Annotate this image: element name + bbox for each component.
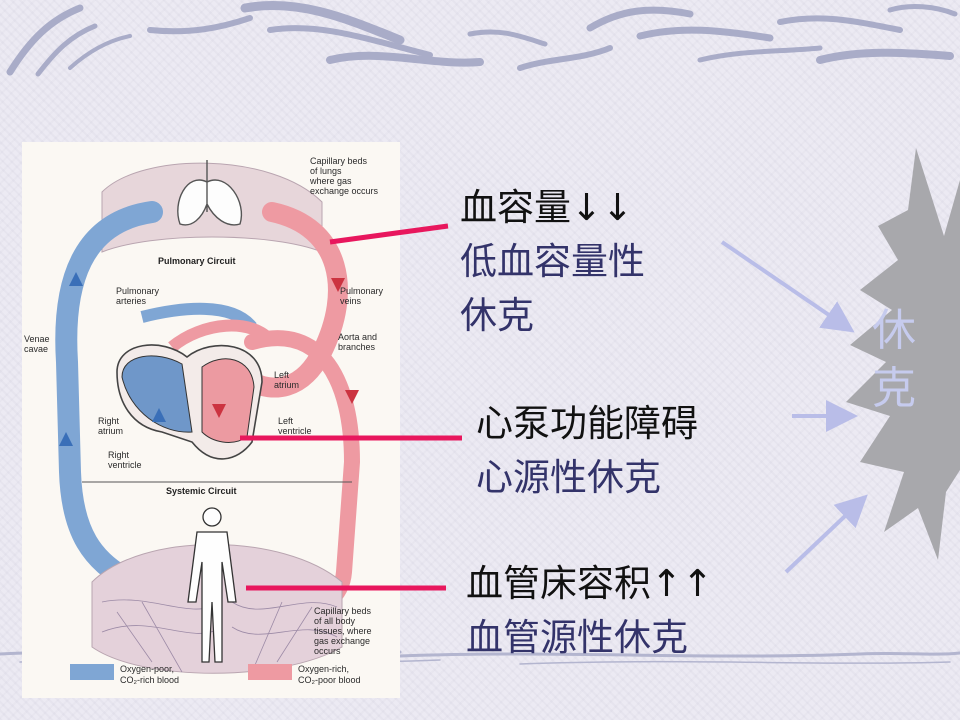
svg-text:where gas: where gas <box>309 176 352 186</box>
svg-text:ventricle: ventricle <box>108 460 142 470</box>
label-right-atrium: Right atrium <box>98 416 123 436</box>
pulmonary-trunk <box>140 302 257 332</box>
arrow-vasogenic-to-shock <box>784 494 868 574</box>
label-systemic-circuit: Systemic Circuit <box>166 486 237 496</box>
legend-swatch-oxygen-poor <box>70 664 114 680</box>
banner-decoration <box>6 1 958 77</box>
right-heart-chambers <box>121 355 193 433</box>
svg-text:gas exchange: gas exchange <box>314 636 370 646</box>
svg-text:Venae: Venae <box>24 334 50 344</box>
svg-text:Pulmonary: Pulmonary <box>116 286 160 296</box>
shock-type-cardiogenic: 心源性休克 <box>476 456 661 499</box>
label-pulmonary-arteries: Pulmonary arteries <box>116 286 160 306</box>
svg-text:Capillary beds: Capillary beds <box>310 156 368 166</box>
svg-text:veins: veins <box>340 296 362 306</box>
shock-type-hypovolemic-line2: 休克 <box>460 294 534 337</box>
cause-heart-pump-failure: 心泵功能障碍 <box>476 402 698 445</box>
svg-text:Pulmonary: Pulmonary <box>340 286 384 296</box>
svg-text:tissues, where: tissues, where <box>314 626 372 636</box>
shock-label: 休 克 <box>872 305 916 414</box>
svg-text:Capillary beds: Capillary beds <box>314 606 372 616</box>
svg-text:Oxygen-rich,: Oxygen-rich, <box>298 664 349 674</box>
svg-text:ventricle: ventricle <box>278 426 312 436</box>
oxy-flow-arrows <box>212 278 359 418</box>
svg-text:cavae: cavae <box>24 344 48 354</box>
svg-text:Oxygen-poor,: Oxygen-poor, <box>120 664 174 674</box>
deoxy-flow-arrows <box>59 272 166 446</box>
label-capillary-lungs: Capillary beds of lungs where gas exchan… <box>309 156 379 196</box>
label-right-ventricle: Right ventricle <box>108 450 142 470</box>
svg-text:exchange occurs: exchange occurs <box>310 186 379 196</box>
shock-burst-shape <box>846 148 960 560</box>
svg-text:Right: Right <box>98 416 120 426</box>
svg-text:Left: Left <box>278 416 294 426</box>
label-capillary-body: Capillary beds of all body tissues, wher… <box>314 606 372 656</box>
human-figure-icon <box>187 507 237 663</box>
svg-text:atrium: atrium <box>98 426 123 436</box>
arrow-hypovolemic-to-shock <box>720 240 855 333</box>
label-venae-cavae: Venae cavae <box>24 334 50 354</box>
svg-text:Aorta and: Aorta and <box>338 332 377 342</box>
legend-label-oxygen-poor: Oxygen-poor, CO₂-rich blood <box>120 664 179 685</box>
label-pulmonary-veins: Pulmonary veins <box>340 286 384 306</box>
svg-text:arteries: arteries <box>116 296 147 306</box>
svg-text:branches: branches <box>338 342 376 352</box>
lungs-icon <box>177 160 243 226</box>
svg-text:of all body: of all body <box>314 616 356 626</box>
legend-swatch-oxygen-rich <box>248 664 292 680</box>
circulatory-diagram: Capillary beds of lungs where gas exchan… <box>22 142 400 698</box>
circulation-svg: Capillary beds of lungs where gas exchan… <box>24 156 384 685</box>
shock-type-vasogenic: 血管源性休克 <box>466 616 688 659</box>
label-left-atrium: Left atrium <box>274 370 299 390</box>
deoxygenated-vessel-left <box>55 201 163 593</box>
svg-text:CO₂-rich blood: CO₂-rich blood <box>120 675 179 685</box>
legend-label-oxygen-rich: Oxygen-rich, CO₂-poor blood <box>298 664 361 685</box>
pointer-line-blood-volume <box>329 223 449 245</box>
svg-text:Right: Right <box>108 450 130 460</box>
svg-text:of lungs: of lungs <box>310 166 342 176</box>
svg-text:atrium: atrium <box>274 380 299 390</box>
svg-text:Left: Left <box>274 370 290 380</box>
oxygenated-vessel-right <box>242 202 348 398</box>
svg-text:occurs: occurs <box>314 646 341 656</box>
svg-text:CO₂-poor blood: CO₂-poor blood <box>298 675 361 685</box>
shock-type-hypovolemic-line1: 低血容量性 <box>460 240 645 283</box>
label-aorta-branches: Aorta and branches <box>338 332 377 352</box>
label-left-ventricle: Left ventricle <box>278 416 312 436</box>
label-pulmonary-circuit: Pulmonary Circuit <box>158 256 236 266</box>
cause-blood-volume-drop: 血容量↓↓ <box>460 186 634 229</box>
left-heart-chambers <box>201 358 255 443</box>
cause-vascular-bed-increase: 血管床容积↑↑ <box>466 562 714 605</box>
pulmonary-return <box>168 319 277 352</box>
